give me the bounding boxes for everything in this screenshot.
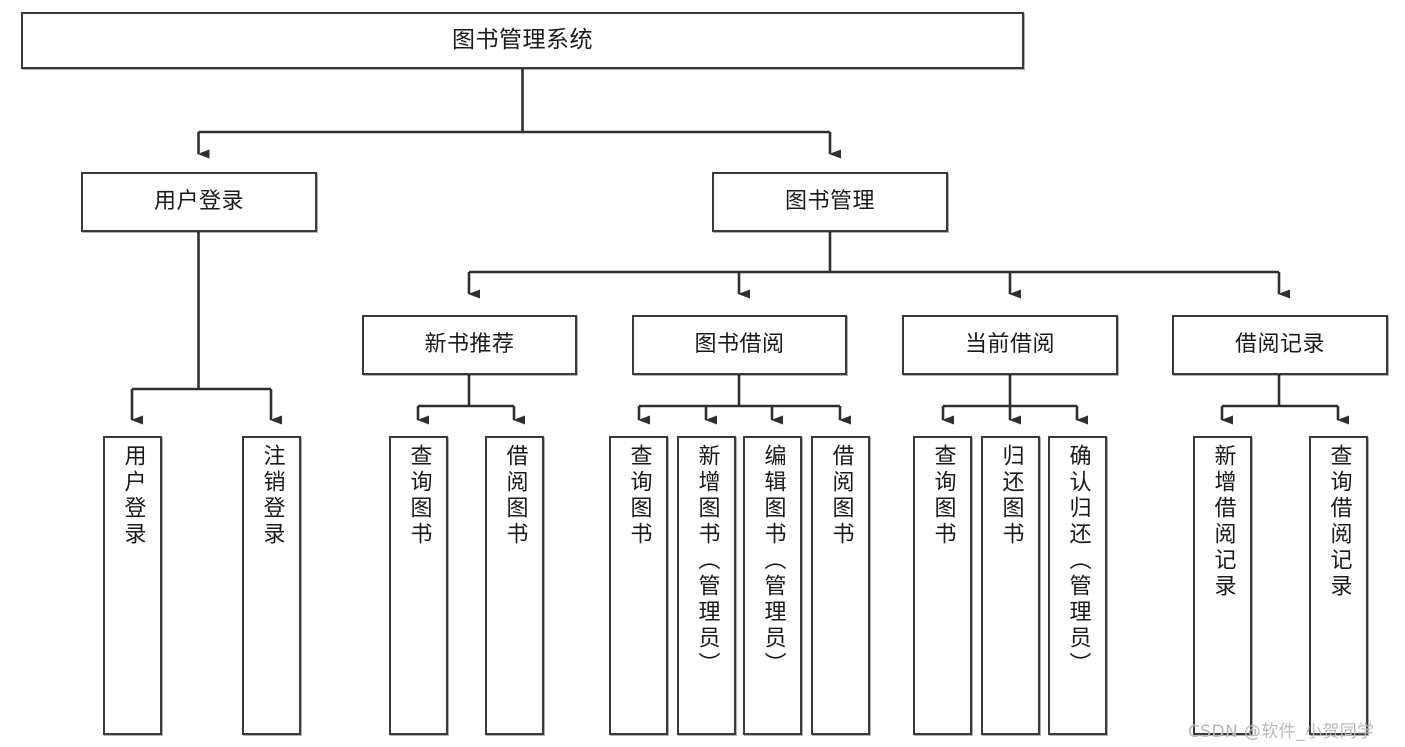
node-label: 查询借阅记录 [1326,444,1352,600]
node-book-management[interactable]: 图书管理 [712,172,948,232]
node-label: 查询图书 [626,444,652,548]
leaf-borrow-add-book-admin[interactable]: 新增图书（管理员） [677,436,736,735]
node-root-system[interactable]: 图书管理系统 [21,12,1024,69]
node-label: 借阅记录 [1234,332,1325,358]
node-label: 注销登录 [259,444,285,548]
node-borrow-record[interactable]: 借阅记录 [1172,315,1388,375]
node-label: 新增图书（管理员） [694,444,720,678]
node-label: 当前借阅 [964,332,1055,358]
leaf-record-query-record[interactable]: 查询借阅记录 [1309,436,1368,735]
node-label: 图书借阅 [694,332,785,358]
node-label: 确认归还（管理员） [1065,444,1091,678]
leaf-newbook-query-book[interactable]: 查询图书 [389,436,448,735]
leaf-borrow-borrow-book[interactable]: 借阅图书 [811,436,870,735]
node-label: 图书管理系统 [452,26,593,53]
node-book-borrow[interactable]: 图书借阅 [632,315,847,375]
leaf-record-add-record[interactable]: 新增借阅记录 [1193,436,1252,735]
node-label: 新增借阅记录 [1210,444,1236,600]
node-label: 查询图书 [930,444,956,548]
node-label: 归还图书 [998,444,1024,548]
node-user-login[interactable]: 用户登录 [81,172,317,232]
node-label: 借阅图书 [502,444,528,548]
leaf-borrow-edit-book-admin[interactable]: 编辑图书（管理员） [743,436,802,735]
leaf-current-return-book[interactable]: 归还图书 [981,436,1040,735]
node-label: 用户登录 [153,189,244,215]
node-label: 新书推荐 [424,332,515,358]
node-label: 借阅图书 [828,444,854,548]
leaf-current-query-book[interactable]: 查询图书 [913,436,972,735]
node-label: 图书管理 [784,189,875,215]
node-label: 查询图书 [406,444,432,548]
leaf-current-confirm-return-admin[interactable]: 确认归还（管理员） [1048,436,1107,735]
leaf-borrow-query-book[interactable]: 查询图书 [609,436,668,735]
node-label: 用户登录 [120,444,146,548]
node-label: 编辑图书（管理员） [760,444,786,678]
node-current-borrow[interactable]: 当前借阅 [902,315,1118,375]
leaf-newbook-borrow-book[interactable]: 借阅图书 [485,436,544,735]
csdn-watermark: CSDN @软件_小贺同学 [1188,722,1375,742]
node-new-book-recommend[interactable]: 新书推荐 [362,315,577,375]
leaf-user-logout[interactable]: 注销登录 [242,436,301,735]
leaf-user-login[interactable]: 用户登录 [103,436,162,735]
